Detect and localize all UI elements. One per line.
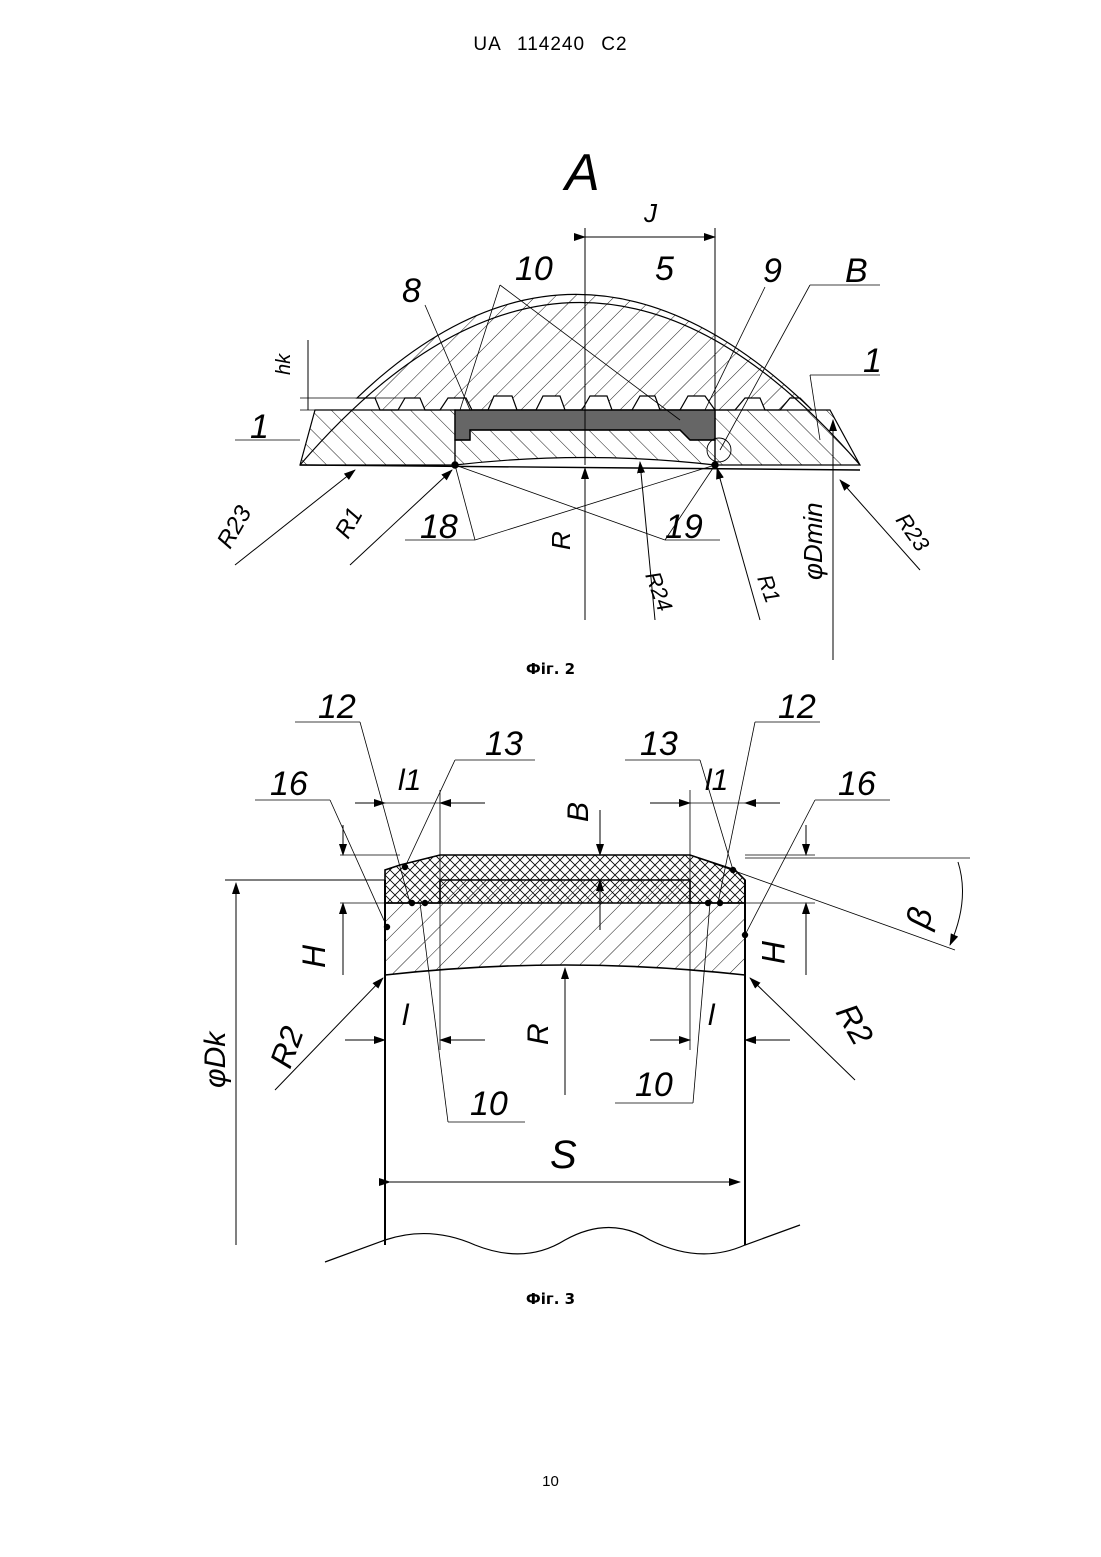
label-h-right: H bbox=[755, 940, 791, 964]
label-l-right: l bbox=[708, 999, 716, 1032]
label-r: R bbox=[546, 531, 576, 550]
label-18: 18 bbox=[420, 508, 458, 546]
label-r2-left: R2 bbox=[263, 1021, 311, 1072]
label-13-right: 13 bbox=[640, 725, 678, 763]
label-dk: φDk bbox=[199, 1030, 232, 1088]
figure-2-caption: Фіг. 2 bbox=[0, 660, 1101, 678]
label-dmin: φDmin bbox=[798, 502, 828, 580]
label-r23-left: R23 bbox=[212, 501, 258, 553]
label-h-left: H bbox=[296, 944, 332, 968]
label-16-right: 16 bbox=[838, 765, 876, 803]
label-9: 9 bbox=[763, 252, 782, 290]
label-s: S bbox=[550, 1133, 577, 1177]
label-12-left: 12 bbox=[318, 688, 356, 726]
figure-2 bbox=[235, 228, 920, 660]
tyre-left bbox=[300, 410, 455, 465]
label-r1-left: R1 bbox=[330, 503, 369, 543]
label-r24: R24 bbox=[640, 568, 677, 614]
figure-3 bbox=[225, 722, 970, 1262]
label-8: 8 bbox=[402, 272, 421, 310]
tyre-right bbox=[715, 410, 860, 465]
label-r: R bbox=[522, 1023, 555, 1045]
page-number: 10 bbox=[0, 1473, 1101, 1490]
label-l1-left: l1 bbox=[398, 764, 421, 797]
view-label: A bbox=[562, 144, 600, 202]
label-12-right: 12 bbox=[778, 688, 816, 726]
label-13-left: 13 bbox=[485, 725, 523, 763]
label-beta: β bbox=[899, 903, 941, 933]
label-10-left: 10 bbox=[470, 1085, 508, 1123]
label-19: 19 bbox=[665, 508, 703, 546]
label-5: 5 bbox=[655, 250, 674, 288]
label-b: B bbox=[562, 802, 595, 822]
label-1-right: 1 bbox=[863, 342, 882, 380]
label-j: J bbox=[643, 198, 658, 228]
label-r23-right: R23 bbox=[891, 509, 935, 557]
figure-3-caption: Фіг. 3 bbox=[0, 1290, 1101, 1308]
label-b: B bbox=[845, 252, 868, 290]
label-r1-right: R1 bbox=[752, 571, 785, 606]
label-hk: hk bbox=[273, 353, 295, 375]
label-l1-right: l1 bbox=[705, 764, 728, 797]
label-1-left: 1 bbox=[250, 408, 269, 446]
label-l-left: l bbox=[402, 999, 410, 1032]
label-16-left: 16 bbox=[270, 765, 308, 803]
label-10-right: 10 bbox=[635, 1066, 673, 1104]
label-10: 10 bbox=[515, 250, 553, 288]
label-r2-right: R2 bbox=[829, 998, 881, 1052]
